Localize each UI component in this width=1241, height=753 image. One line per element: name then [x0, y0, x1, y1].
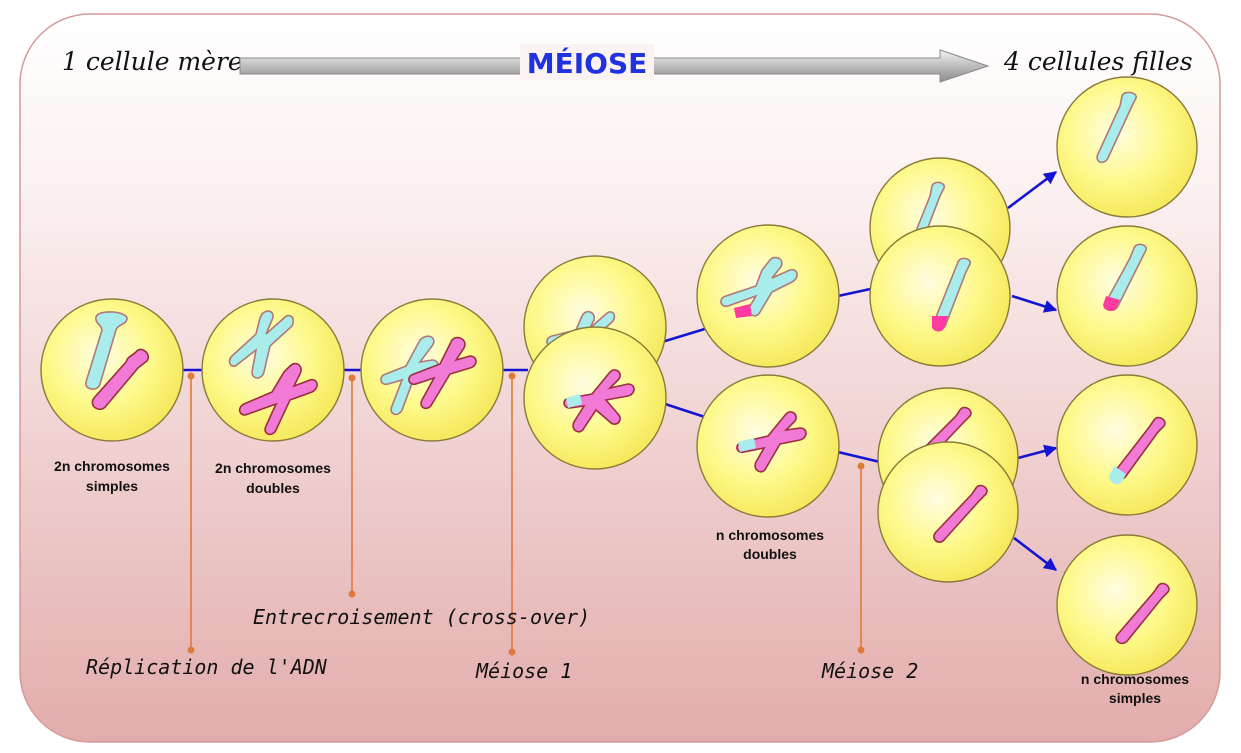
- callout-dot-meiosis1-top: [508, 372, 516, 380]
- callout-dot-crossover-top: [348, 374, 356, 382]
- chromosome-pink: [91, 348, 149, 411]
- arrow-to-daughter-4: [1013, 536, 1058, 572]
- cell-replicated: [201, 298, 345, 442]
- chromosome-pink-tip-2: [734, 304, 752, 318]
- daughter-cell-3: [1056, 374, 1198, 516]
- cell-meiosis2-top: [696, 224, 840, 368]
- label-n-doubles-2: doubles: [743, 546, 797, 562]
- chromosome-cyan: [85, 311, 128, 390]
- callout-dot-meiosis1-bottom: [508, 648, 516, 656]
- chromosome-cyan-end-daughter: [1109, 466, 1126, 485]
- header-right-label: 4 cellules filles: [1003, 47, 1193, 76]
- callout-dot-meiosis2-top: [857, 462, 865, 470]
- label-2n-doubles-1: 2n chromosomes: [215, 460, 331, 476]
- daughter-cell-1: [1056, 76, 1198, 218]
- chromosome-cyan-daughter: [1096, 91, 1137, 164]
- chromosome-pink-x-2: [736, 411, 807, 473]
- chromosome-pink-end: [931, 316, 948, 332]
- chromosome-cyan-tip: [566, 394, 582, 408]
- stage-label-meiosis2: Méiose 2: [821, 659, 918, 683]
- chromosome-pink-daughter: [1115, 582, 1170, 645]
- label-n-simples-1: n chromosomes: [1081, 671, 1189, 687]
- cell-telophase-b: [869, 225, 1011, 367]
- connectors: [180, 170, 1058, 572]
- callout-dot-replication-bottom: [187, 646, 195, 654]
- header-left-label: 1 cellule mère: [62, 47, 243, 76]
- label-n-doubles-1: n chromosomes: [716, 527, 824, 543]
- arrow-to-daughter-2: [1011, 294, 1058, 313]
- cell-meiosis1-bottom: [523, 326, 667, 470]
- daughter-cell-2: [1056, 225, 1198, 367]
- stage-label-crossover: Entrecroisement (cross-over): [253, 605, 590, 629]
- label-2n-simples-2: simples: [86, 478, 138, 494]
- chromosome-pink-x: [563, 369, 635, 433]
- cell-mother: [40, 298, 184, 442]
- chromosome-cyan-x-2: [720, 256, 798, 317]
- stage-label-replication: Réplication de l'ADN: [86, 655, 328, 679]
- stage-callouts: [187, 372, 865, 656]
- connector-top-meiosis2: [837, 286, 876, 298]
- label-2n-simples-1: 2n chromosomes: [54, 458, 170, 474]
- cell-meiosis2-bottom: [696, 374, 840, 518]
- chromosome-cyan-tip-2: [738, 438, 756, 452]
- connector-bottom-meiosis2: [837, 450, 881, 464]
- chromosome-pink-single: [933, 484, 988, 543]
- chromosome-pink-end-daughter: [1103, 296, 1120, 311]
- chromosome-cyan-paired: [380, 335, 439, 416]
- callout-dot-meiosis2-bottom: [857, 646, 865, 654]
- stage-label-meiosis1: Méiose 1: [475, 659, 572, 683]
- chromosome-pink-paired: [408, 336, 477, 410]
- connector-to-top: [661, 326, 709, 344]
- chromosome-pink-double: [238, 362, 318, 436]
- cell-telophase-d: [877, 441, 1019, 583]
- chromosome-cyan-double: [228, 310, 295, 379]
- title-backdrop: [520, 44, 654, 80]
- callout-dot-replication-top: [187, 372, 195, 380]
- cell-crossover: [360, 298, 504, 442]
- daughter-cell-4: [1056, 534, 1198, 676]
- arrow-to-daughter-3: [1017, 444, 1058, 460]
- arrow-to-daughter-1: [1007, 170, 1058, 210]
- connector-to-bottom: [661, 401, 709, 420]
- label-n-simples-2: simples: [1109, 690, 1161, 706]
- title: MÉIOSE: [527, 46, 648, 80]
- label-2n-doubles-2: doubles: [246, 480, 300, 496]
- callout-dot-crossover-bottom: [348, 590, 356, 598]
